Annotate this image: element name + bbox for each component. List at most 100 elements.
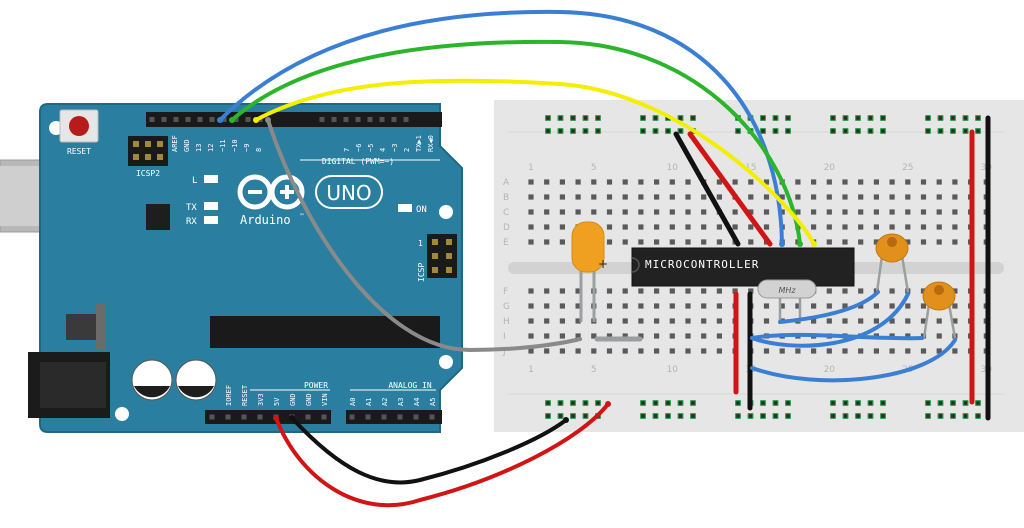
breadboard-hole	[559, 288, 565, 294]
header-pin	[245, 117, 251, 122]
rail-hole-center	[761, 129, 765, 133]
breadboard-hole	[763, 318, 770, 324]
rail-hole-center	[583, 414, 588, 418]
digital-pin-label: 8	[255, 148, 263, 152]
rail-hole-center	[831, 116, 835, 120]
breadboard-hole	[811, 209, 817, 215]
breadboard-hole	[905, 179, 911, 185]
breadboard-hole	[654, 318, 660, 324]
reset-button-cap[interactable]	[69, 116, 89, 136]
breadboard-hole	[544, 333, 550, 339]
breadboard-hole	[685, 179, 691, 185]
led-l-label: L	[192, 176, 197, 186]
breadboard-hole	[606, 209, 613, 215]
header-pin	[209, 117, 215, 122]
led-tx-label: TX	[186, 203, 197, 213]
digital-header	[146, 112, 442, 127]
header-pin	[209, 414, 215, 420]
breadboard-hole	[873, 224, 879, 230]
breadboard-hole	[528, 318, 534, 324]
row-letter: F	[503, 287, 508, 297]
rail-hole-center	[868, 129, 873, 133]
breadboard-hole	[685, 288, 691, 294]
breadboard-hole	[795, 194, 801, 200]
breadboard-hole	[889, 288, 895, 294]
power-analog-pin-label: IOREF	[225, 385, 233, 406]
breadboard-hole	[826, 224, 832, 230]
barrel-jack-face	[40, 362, 106, 408]
uno-badge	[315, 175, 383, 209]
breadboard-hole	[873, 179, 879, 185]
power-analog-pin-label: A2	[381, 398, 389, 406]
tantalum-capacitor: +	[571, 221, 608, 322]
arduino-logo	[237, 174, 305, 210]
header-pin	[233, 117, 239, 122]
breadboard-hole	[622, 348, 628, 354]
rail-hole-center	[963, 129, 968, 133]
header-pin	[355, 117, 361, 122]
digital-pin-label: RX◀0	[427, 135, 435, 152]
ceramic-capacitor-2	[922, 281, 957, 339]
header-pin	[161, 117, 167, 122]
icsp-header	[427, 234, 457, 278]
row-letter: G	[503, 302, 510, 312]
row-letter: B	[503, 193, 509, 203]
breadboard-hole	[622, 318, 628, 324]
usb-chip	[146, 204, 170, 230]
rail-hole-center	[868, 116, 873, 120]
breadboard-hole	[716, 333, 722, 339]
header-pin	[321, 414, 327, 420]
breadboard-hole	[638, 224, 644, 230]
breadboard-hole	[654, 224, 660, 230]
breadboard-hole	[905, 239, 911, 245]
breadboard-hole	[654, 179, 660, 185]
column-number-top: 1	[528, 163, 534, 173]
header-pin	[403, 117, 409, 122]
rail-hole-center	[951, 129, 955, 133]
breadboard-hole	[701, 303, 707, 309]
breadboard-hole	[920, 239, 927, 245]
rail-hole-center	[976, 129, 980, 133]
rail-hole-center	[831, 414, 835, 418]
breadboard-hole	[842, 239, 848, 245]
breadboard-hole	[638, 288, 644, 294]
breadboard-hole	[591, 179, 597, 185]
breadboard-hole	[748, 288, 754, 294]
electrolytic-capacitor-1	[131, 359, 173, 401]
rail-hole-center	[571, 129, 575, 133]
rail-hole-center	[691, 401, 695, 405]
rail-hole-center	[951, 116, 955, 120]
breadboard-hole	[701, 194, 707, 200]
breadboard-hole	[528, 194, 534, 200]
breadboard-hole	[842, 303, 848, 309]
breadboard-hole	[654, 303, 660, 309]
power-analog-pin-label: RESET	[241, 384, 249, 406]
breadboard-hole	[936, 224, 942, 230]
wire-green-pin12	[230, 39, 802, 246]
breadboard-hole	[559, 348, 565, 354]
analog-label: ANALOG IN	[388, 381, 432, 390]
breadboard-hole	[763, 348, 770, 354]
power-analog-pin-label: GND	[289, 393, 297, 406]
rail-hole-center	[761, 116, 765, 120]
breadboard-hole	[544, 318, 550, 324]
rail-hole-center	[571, 414, 575, 418]
breadboard-hole	[905, 318, 911, 324]
rail-hole-center	[938, 116, 943, 120]
breadboard-hole	[811, 224, 817, 230]
rail-hole-center	[951, 401, 955, 405]
breadboard-hole	[858, 179, 864, 185]
column-number-bottom: 5	[591, 365, 597, 375]
led-l	[204, 175, 218, 183]
breadboard-hole	[873, 303, 879, 309]
breadboard-hole	[811, 194, 817, 200]
breadboard-hole	[701, 239, 707, 245]
rail-hole-center	[976, 401, 980, 405]
breadboard-hole	[763, 224, 770, 230]
power-analog-pin-label: VIN	[321, 393, 329, 406]
rail-hole-center	[691, 414, 695, 418]
breadboard-hole	[920, 194, 927, 200]
rail-hole-center	[843, 401, 848, 405]
breadboard-hole	[575, 348, 581, 354]
wires	[218, 9, 991, 508]
